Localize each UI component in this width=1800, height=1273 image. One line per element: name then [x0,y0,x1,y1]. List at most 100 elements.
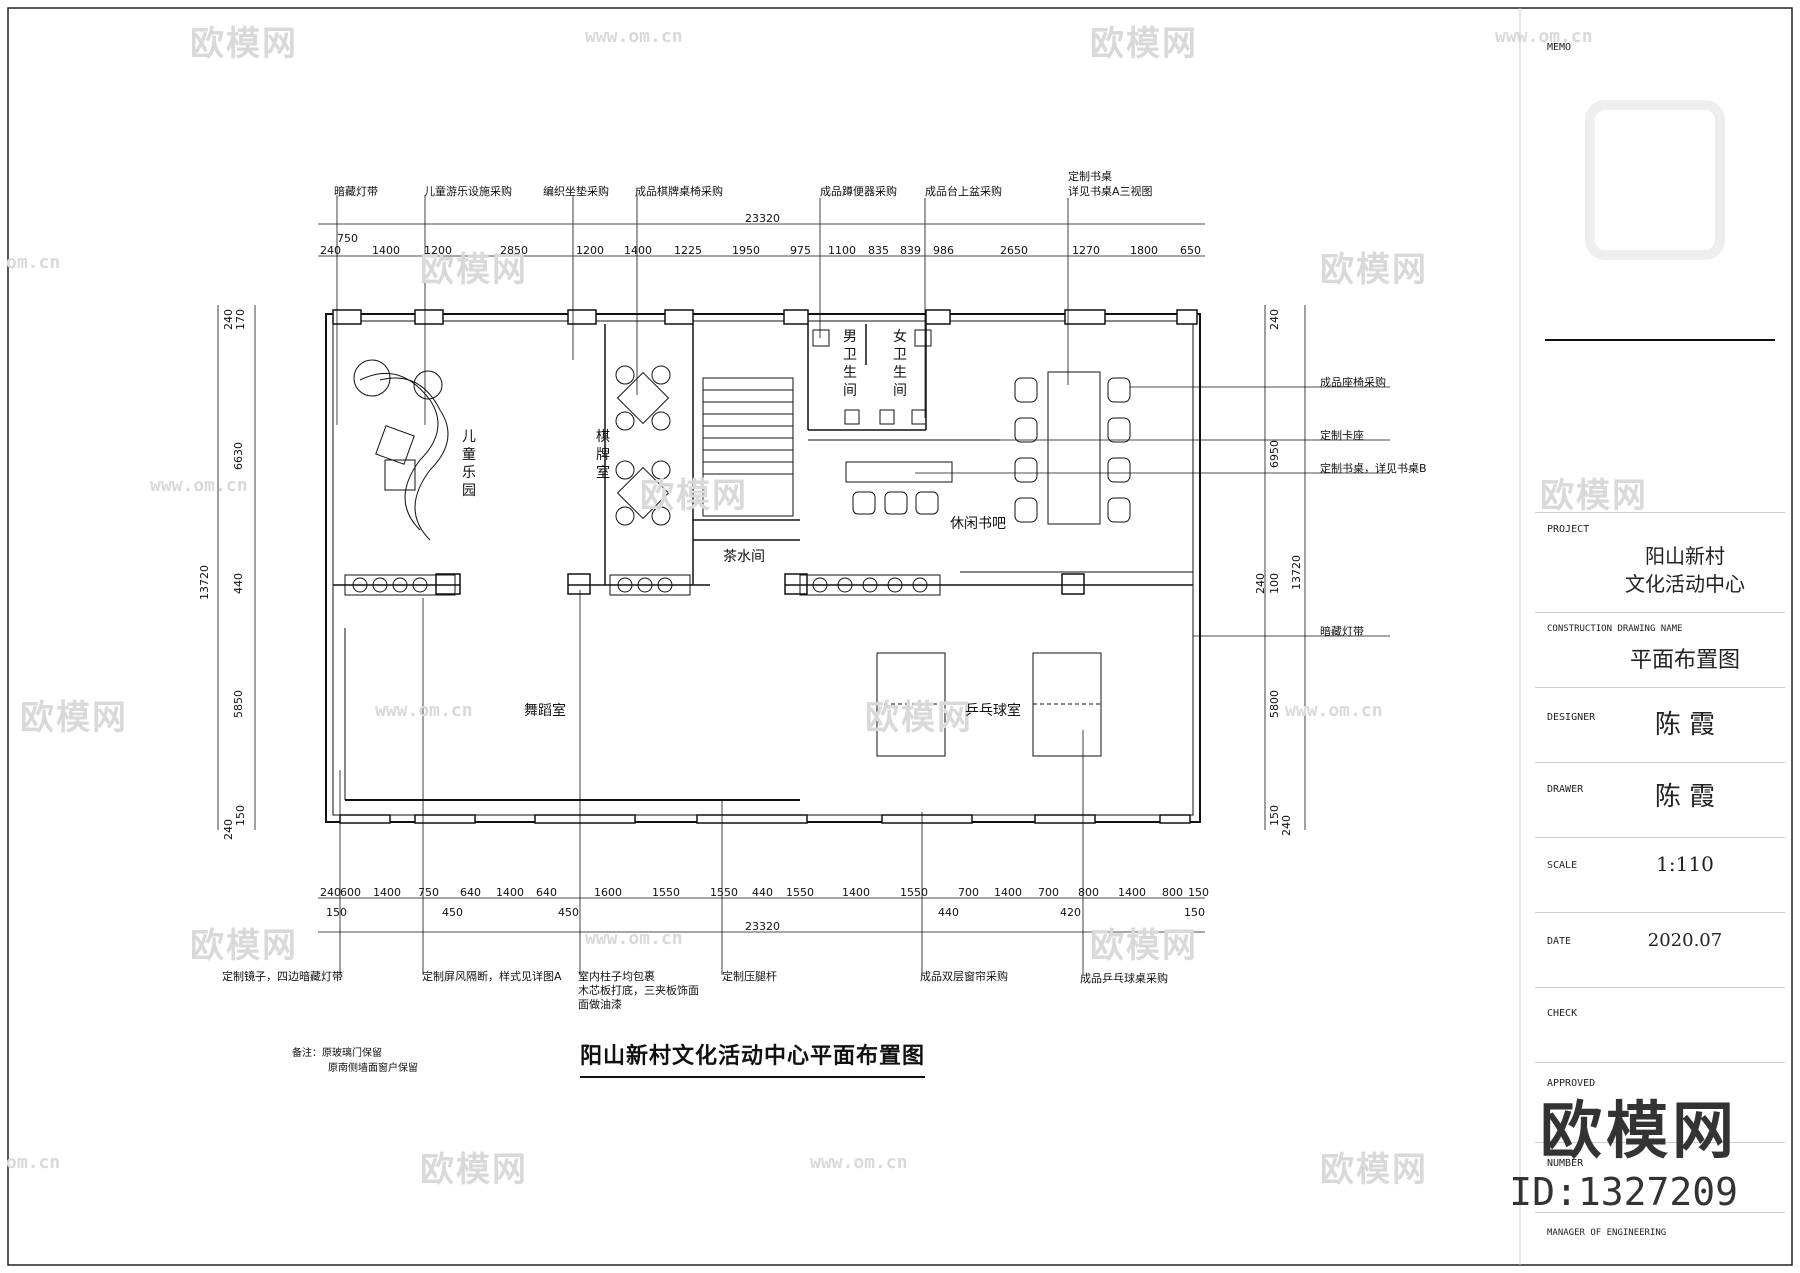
dim-left: 150 [234,805,247,826]
callout-right: 定制书桌，详见书桌B [1320,462,1427,475]
dance-room-fixtures [344,574,941,801]
dim-bottom: 1600 [594,886,622,899]
check-cell [1535,987,1785,988]
callout-right: 成品座椅采购 [1320,376,1386,389]
reading-bar-furniture [808,371,1193,573]
dim-left: 5850 [232,690,245,718]
project-cell [1535,512,1785,513]
project-label: PROJECT [1547,524,1590,535]
company-logo [1585,100,1725,260]
callout-bottom: 木芯板打底，三夹板饰面 [578,984,699,997]
manager-label: MANAGER OF ENGINEERING [1547,1228,1667,1238]
dim-bottom: 1400 [994,886,1022,899]
scale-value: 1:110 [1656,852,1714,876]
dim-bottom: 800 [1162,886,1183,899]
dim-top: 1100 [828,244,856,257]
date-value: 2020.07 [1647,930,1723,951]
callout-bottom: 定制屏风隔断，样式见详图A [422,970,562,983]
drawing-name-cell [1535,612,1785,613]
dim-bottom: 600 [340,886,361,899]
dim-bottom-sub: 440 [938,906,959,919]
designer-cell [1535,687,1785,688]
dim-top: 975 [790,244,811,257]
approved-label: APPROVED [1547,1078,1596,1089]
dim-bottom: 1400 [1118,886,1146,899]
dim-top: 1800 [1130,244,1158,257]
drawing-title: 阳山新村文化活动中心平面布置图 [580,1038,926,1078]
approved-cell [1535,1062,1785,1063]
dim-left: 240 [222,819,235,840]
dim-bottom: 1550 [900,886,928,899]
dim-bottom: 1550 [652,886,680,899]
dim-bottom: 700 [958,886,979,899]
callout-right: 定制卡座 [1320,429,1364,442]
number-cell [1535,1142,1785,1143]
note-line: 备注：原玻璃门保留 [292,1048,382,1059]
dim-left: 170 [234,309,247,330]
dim-right: 240 [1280,815,1293,836]
dim-bottom: 640 [536,886,557,899]
dim-top: 1200 [424,244,452,257]
dim-top: 1400 [624,244,652,257]
callout-bottom: 定制镜子，四边暗藏灯带 [222,970,343,983]
dim-top: 2650 [1000,244,1028,257]
dim-right: 6950 [1268,440,1281,468]
callout-bottom: 定制压腿杆 [722,970,777,983]
dim-bottom: 700 [1038,886,1059,899]
callout-leaders [336,195,1390,975]
dimension-lines [217,223,1306,933]
designer-label: DESIGNER [1547,712,1596,723]
dim-bottom: 800 [1078,886,1099,899]
dim-right: 5800 [1268,690,1281,718]
date-label: DATE [1547,936,1572,947]
dim-top: 839 [900,244,921,257]
staircase [702,377,794,517]
room-label-pingpong: 乒乓球室 [965,703,1021,719]
callout-bottom: 室内柱子均包裹 [578,970,655,983]
callout-top: 编织坐垫采购 [543,185,609,198]
dim-right-total: 13720 [1290,555,1303,590]
room-label-dance: 舞蹈室 [524,703,566,719]
callout-bottom: 成品双层窗帘采购 [920,970,1008,983]
dim-top: 650 [1180,244,1201,257]
dim-bottom: 1550 [786,886,814,899]
dim-top-extra: 750 [337,232,358,245]
dim-top: 2850 [500,244,528,257]
dim-bottom-sub: 450 [442,906,463,919]
notes: 备注：原玻璃门保留 原南侧墙面窗户保留 [292,1046,418,1076]
dim-left: 6630 [232,442,245,470]
callout-top: 详见书桌A三视图 [1068,185,1153,198]
dim-left: 440 [232,573,245,594]
dim-bottom: 150 [1188,886,1209,899]
dim-bottom-total: 23320 [745,920,780,933]
room-label-female-wc: 女卫生间 [893,329,907,399]
interior-walls [333,324,1193,586]
dim-top: 1225 [674,244,702,257]
room-label-reading: 休闲书吧 [950,516,1006,532]
dim-bottom: 440 [752,886,773,899]
callout-bottom: 面做油漆 [578,998,622,1011]
dim-right: 240 [1254,573,1267,594]
date-cell [1535,912,1785,913]
dim-top: 835 [868,244,889,257]
dim-bottom: 240 [320,886,341,899]
dim-bottom-sub: 420 [1060,906,1081,919]
memo-label: MEMO [1547,42,1572,53]
callout-top: 儿童游乐设施采购 [424,185,512,198]
dim-top: 1200 [576,244,604,257]
room-label-male-wc: 男卫生间 [843,329,857,399]
dim-bottom-sub: 450 [558,906,579,919]
brand-id: ID:1327209 [1509,1170,1738,1214]
callout-top: 定制书桌 [1068,170,1112,183]
room-label-chess: 棋牌室 [596,429,610,481]
number-label: NUMBER [1547,1158,1584,1169]
dim-top-total: 23320 [745,212,780,225]
dim-bottom: 1400 [496,886,524,899]
scale-cell [1535,837,1785,838]
drawer-name: 陈 霞 [1654,782,1716,812]
drawing-name: 平面布置图 [1629,648,1740,673]
room-label-kids: 儿童乐园 [462,429,476,499]
dim-bottom: 1550 [710,886,738,899]
dim-bottom-sub: 150 [326,906,347,919]
